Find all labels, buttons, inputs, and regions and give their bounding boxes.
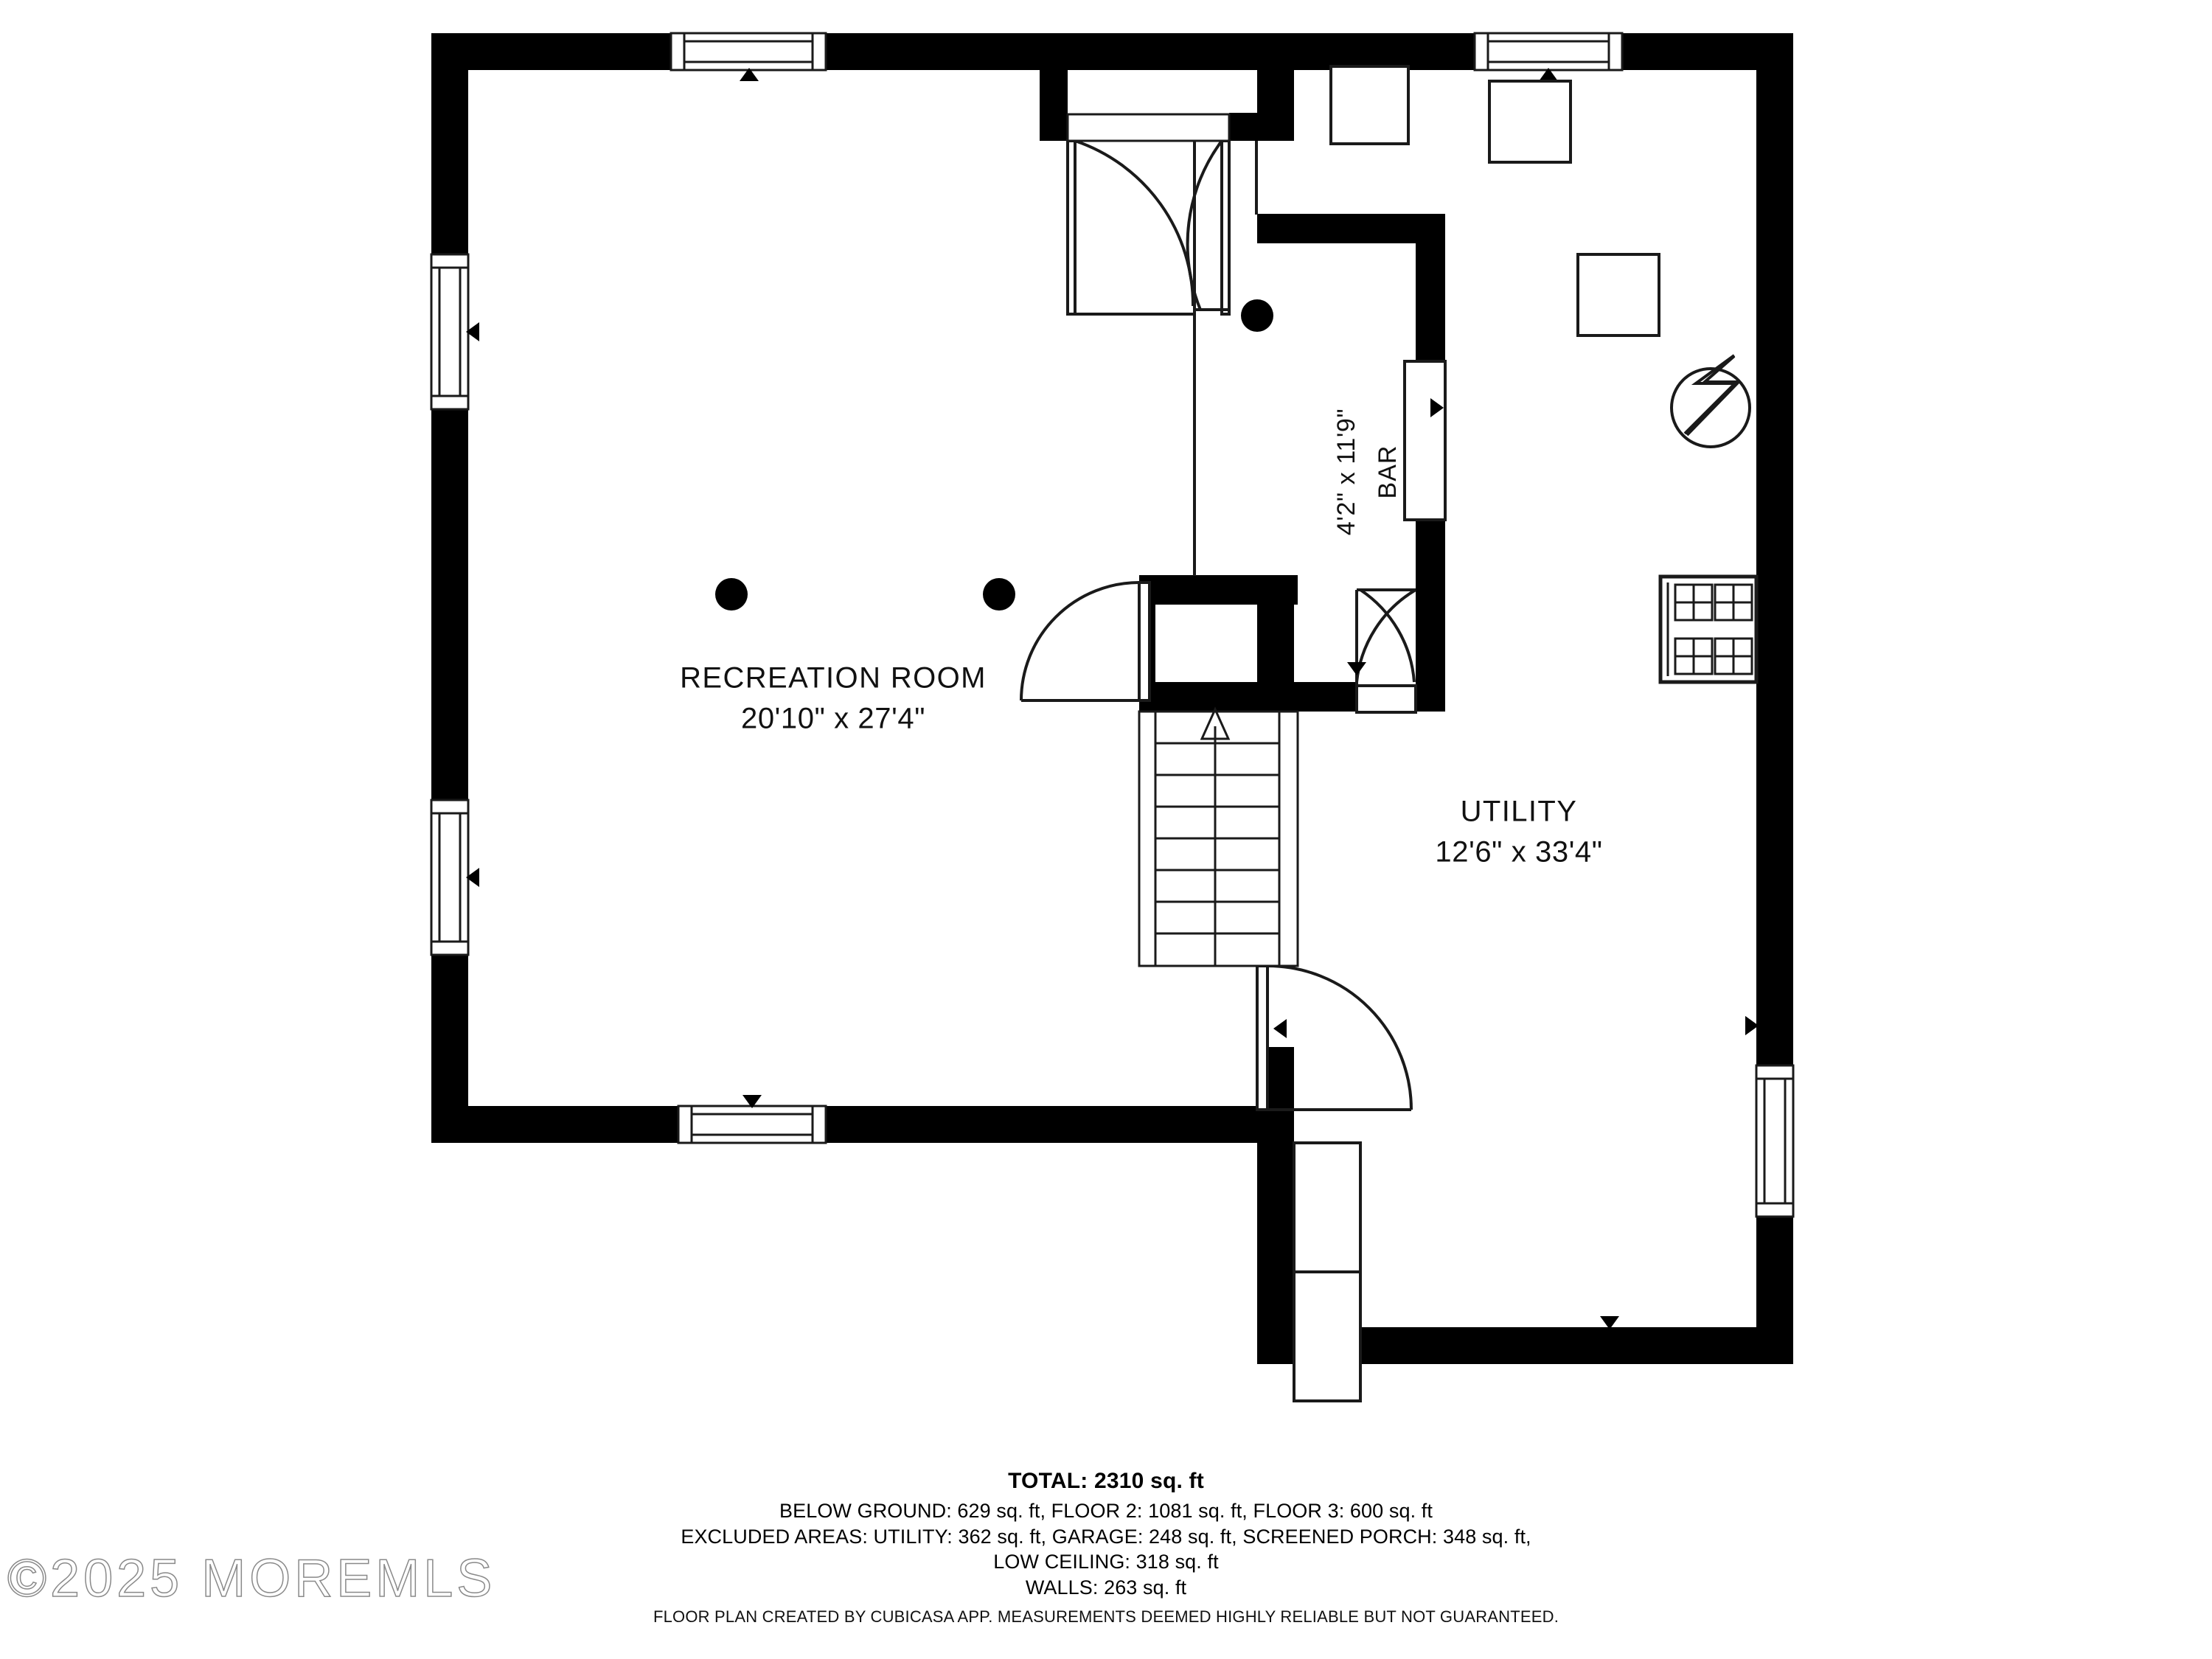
wall-stair-landing-top <box>1139 575 1298 605</box>
window-direction-marker <box>466 868 479 887</box>
bar-counter <box>1403 360 1447 521</box>
wall-group <box>431 33 1793 1364</box>
wall-bar-north <box>1257 214 1445 243</box>
summary-line-excluded: EXCLUDED AREAS: UTILITY: 362 sq. ft, GAR… <box>681 1525 1531 1548</box>
watermark-moremls: ©2025 MOREMLS <box>7 1548 496 1609</box>
column-dot-icon-1 <box>715 578 748 611</box>
square-appliance-icon-1 <box>1329 65 1410 145</box>
window-group <box>430 32 1795 1329</box>
room-label-utility-name: UTILITY <box>1461 796 1578 828</box>
bar-door <box>1347 588 1417 714</box>
lightning-bolt-icon <box>1670 355 1751 448</box>
wall-west-segment-a <box>431 33 468 254</box>
wall-stair-landing-bottom <box>1139 682 1298 712</box>
disclaimer-text: FLOOR PLAN CREATED BY CUBICASA APP. MEAS… <box>653 1607 1559 1626</box>
door-direction-marker <box>1347 662 1366 675</box>
room-label-bar-name: BAR <box>1374 445 1402 499</box>
window-north-right <box>1473 32 1624 81</box>
wall-corridor-vertical <box>1193 141 1196 576</box>
wall-bar-south-b <box>1416 682 1445 712</box>
bar-door-arc <box>1359 588 1416 683</box>
wall-west-segment-b <box>431 409 468 800</box>
closet-double-door-left <box>1066 139 1195 316</box>
wall-marker-east-upper <box>1745 1016 1759 1035</box>
stove-icon <box>1658 574 1759 684</box>
column-dot-icon-3 <box>1241 299 1273 332</box>
square-appliance-icon-3 <box>1576 253 1660 337</box>
wall-closet-bottom-right <box>1229 113 1294 141</box>
summary-line-low-ceiling: LOW CEILING: 318 sq. ft <box>993 1551 1219 1573</box>
wall-south-segment-b <box>826 1106 1257 1143</box>
window-north-left <box>669 32 827 81</box>
window-west-lower <box>430 799 479 956</box>
staircase <box>1138 706 1299 967</box>
area-summary: TOTAL: 2310 sq. ft BELOW GROUND: 629 sq.… <box>0 1467 2212 1601</box>
window-direction-marker <box>1539 68 1558 81</box>
wall-north-segment-b <box>826 33 1475 70</box>
room-label-recreation-room-dims: 20'10" x 27'4" <box>741 703 925 735</box>
door-direction-marker <box>1273 1019 1287 1038</box>
window-direction-marker <box>740 68 759 81</box>
wall-marker-utility-south <box>1600 1316 1619 1329</box>
bar-direction-marker <box>1430 398 1444 417</box>
utility-cabinet <box>1293 1141 1362 1402</box>
room-labels: RECREATION ROOM 20'10" x 27'4" UTILITY 1… <box>680 408 1602 869</box>
window-south <box>677 1095 827 1144</box>
recreation-room-door <box>1020 581 1151 702</box>
total-area-label: TOTAL: 2310 sq. ft <box>1008 1469 1204 1493</box>
room-label-recreation-room-name: RECREATION ROOM <box>680 662 987 695</box>
support-columns <box>715 299 1273 611</box>
window-west-upper <box>430 253 479 411</box>
lightning-bolt-glyph <box>1686 354 1741 437</box>
window-direction-marker <box>742 1095 762 1108</box>
wall-closet-bottom-left <box>1040 113 1068 141</box>
room-label-utility-dims: 12'6" x 33'4" <box>1435 836 1602 869</box>
room-label-bar-dims: 4'2" x 11'9" <box>1332 408 1360 535</box>
stair-treads <box>1155 742 1279 935</box>
wall-south-segment-a <box>431 1106 678 1143</box>
wall-corridor-vertical-right <box>1255 141 1258 215</box>
wall-bar-south <box>1294 682 1357 712</box>
wall-east-segment-a <box>1756 33 1793 1065</box>
column-dot-icon-2 <box>983 578 1015 611</box>
wall-utility-west-lower <box>1257 1106 1294 1364</box>
window-direction-marker <box>466 322 479 341</box>
stair-up-arrow-icon <box>1200 706 1231 966</box>
wall-north-segment-a <box>431 33 671 70</box>
summary-line-floors: BELOW GROUND: 629 sq. ft, FLOOR 2: 1081 … <box>779 1500 1433 1523</box>
summary-line-walls: WALLS: 263 sq. ft <box>1025 1576 1187 1599</box>
utility-appliances <box>1293 65 1759 1402</box>
closet-threshold <box>1066 113 1231 142</box>
square-appliance-icon-2 <box>1488 80 1572 164</box>
